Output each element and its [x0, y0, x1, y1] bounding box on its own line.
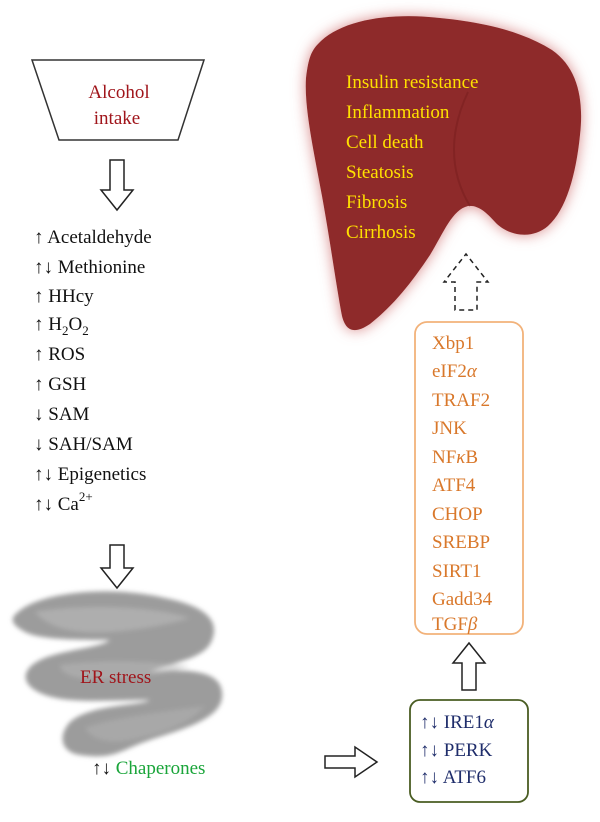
outcome-item: Cell death	[346, 132, 424, 153]
liver-outcomes-list: Insulin resistance Inflammation Cell dea…	[346, 72, 478, 243]
outcome-item: Fibrosis	[346, 192, 407, 213]
target-item: SREBP	[432, 532, 490, 553]
target-item: NFκB	[432, 447, 478, 468]
outcome-item: Inflammation	[346, 102, 450, 123]
outcome-item: Cirrhosis	[346, 222, 416, 243]
er-sensors-box	[409, 699, 529, 803]
alcohol-intake-funnel	[30, 59, 206, 141]
sensor-item: ↑↓ PERK	[420, 740, 493, 761]
effect-item: ↑↓ Ca2+	[34, 489, 93, 515]
effect-item: ↑↓ Methionine	[34, 257, 145, 278]
downstream-targets-list: Xbp1 eIF2α TRAF2 JNK NFκB ATF4 CHOP SREB…	[432, 333, 493, 635]
target-item: Xbp1	[432, 333, 474, 354]
alcohol-intake-line1: Alcohol	[88, 82, 149, 103]
target-item: eIF2α	[432, 361, 478, 382]
sensor-item: ↑↓ IRE1α	[420, 712, 495, 733]
liver-lobe-divider	[453, 91, 471, 207]
down-arrow-icon	[99, 159, 135, 212]
er-organelle-shape	[12, 591, 223, 757]
chaperones-label: ↑↓ Chaperones	[92, 758, 205, 779]
alcohol-intake-line2: intake	[94, 108, 140, 129]
effect-item: ↑ HHcy	[34, 286, 94, 307]
effect-item: ↓ SAH/SAM	[34, 434, 133, 455]
alcohol-effects-list: ↑ Acetaldehyde ↑↓ Methionine ↑ HHcy ↑ H2…	[34, 227, 152, 515]
outcome-item: Insulin resistance	[346, 72, 478, 93]
target-item: SIRT1	[432, 561, 482, 582]
effect-item: ↓ SAM	[34, 404, 90, 425]
effect-item: ↑↓ Epigenetics	[34, 464, 146, 485]
target-item: CHOP	[432, 504, 483, 525]
sensor-item: ↑↓ ATF6	[420, 767, 486, 788]
downstream-targets-box	[414, 321, 524, 635]
target-item: Gadd34	[432, 589, 493, 610]
er-stress-label: ER stress	[80, 667, 151, 688]
target-item: JNK	[432, 418, 467, 439]
effect-item: ↑ GSH	[34, 374, 87, 395]
effect-item: ↑ Acetaldehyde	[34, 227, 152, 248]
effect-item: ↑ H2O2	[34, 314, 89, 338]
down-arrow-icon	[99, 544, 135, 590]
er-sensors-list: ↑↓ IRE1α ↑↓ PERK ↑↓ ATF6	[420, 712, 495, 788]
target-item: TGFβ	[432, 614, 478, 635]
target-item: ATF4	[432, 475, 476, 496]
dashed-up-arrow-icon	[442, 252, 490, 311]
up-arrow-icon	[451, 641, 487, 691]
effect-item: ↑ ROS	[34, 344, 85, 365]
right-arrow-icon	[324, 745, 379, 779]
liver-shape	[305, 16, 582, 331]
target-item: TRAF2	[432, 390, 490, 411]
outcome-item: Steatosis	[346, 162, 414, 183]
